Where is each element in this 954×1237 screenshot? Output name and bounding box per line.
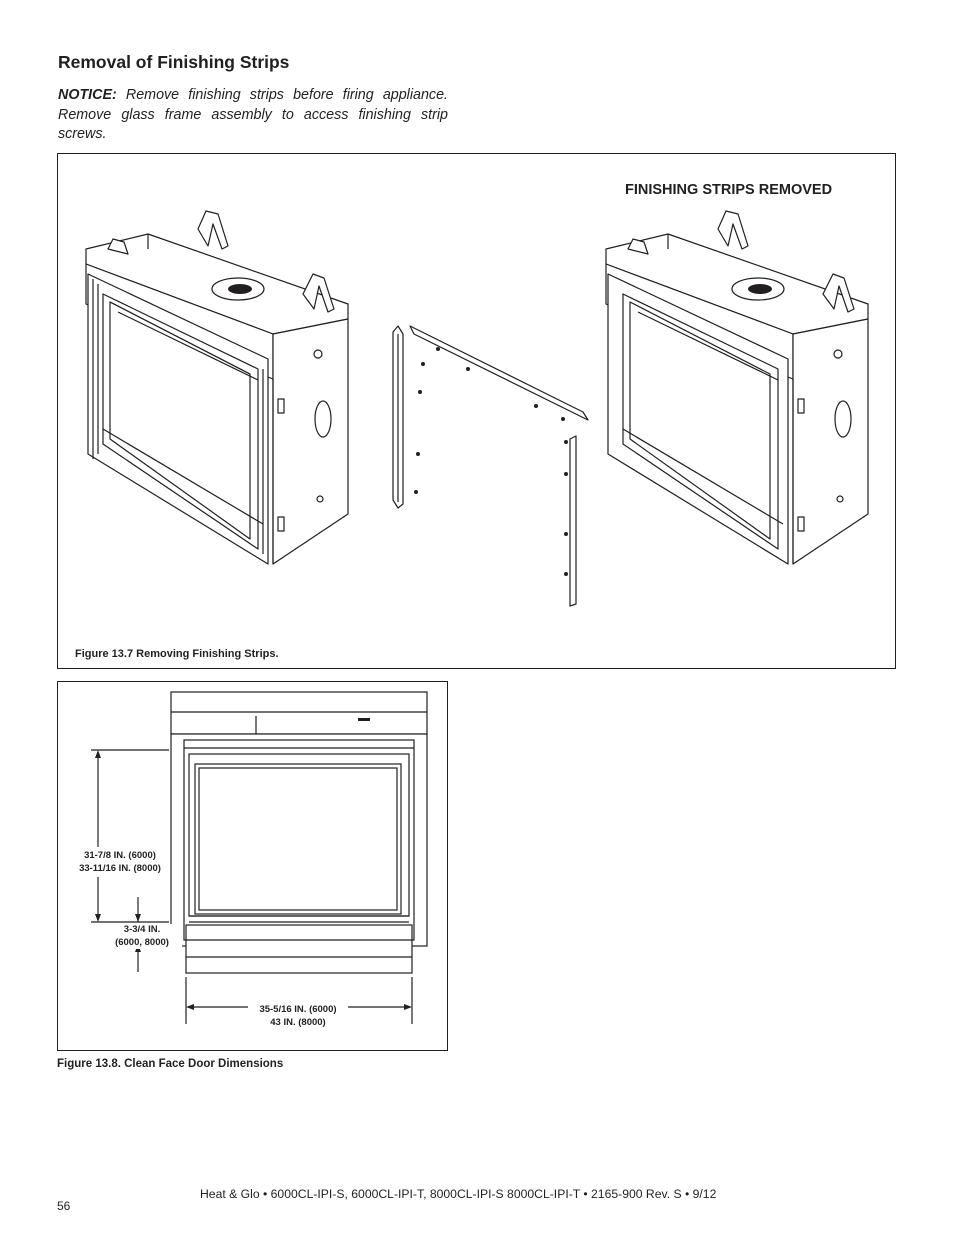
figure-heading: FINISHING STRIPS REMOVED <box>625 182 833 198</box>
figure-caption: Figure 13.7 Removing Finishing Strips. <box>75 648 279 660</box>
figure-13-7: FINISHING STRIPS REMOVED Figure 13.7 Rem… <box>57 153 896 669</box>
figure-13-8: 31-7/8 IN. (6000) 33-11/16 IN. (8000) 3-… <box>57 681 448 1051</box>
notice-text: Remove finishing strips before firing ap… <box>58 87 448 142</box>
fireplace-strips-removed <box>605 210 869 565</box>
dimension-height-label: 31-7/8 IN. (6000) 33-11/16 IN. (8000) <box>70 850 170 875</box>
fireplace-with-strips <box>85 210 349 565</box>
section-title: Removal of Finishing Strips <box>58 52 290 72</box>
page-footer: Heat & Glo • 6000CL-IPI-S, 6000CL-IPI-T,… <box>200 1187 717 1201</box>
finishing-strips <box>392 325 589 607</box>
notice-paragraph: NOTICE: Remove finishing strips before f… <box>58 86 448 145</box>
dimension-width-label: 35-5/16 IN. (6000) 43 IN. (8000) <box>248 1004 348 1029</box>
clean-face-door-drawing <box>91 691 428 1024</box>
dimension-bottom-label: 3-3/4 IN. (6000, 8000) <box>102 924 182 949</box>
notice-label: NOTICE: <box>58 87 117 103</box>
finishing-strips-illustration <box>85 210 869 607</box>
page-number: 56 <box>57 1199 71 1213</box>
figure-caption: Figure 13.8. Clean Face Door Dimensions <box>57 1058 284 1070</box>
